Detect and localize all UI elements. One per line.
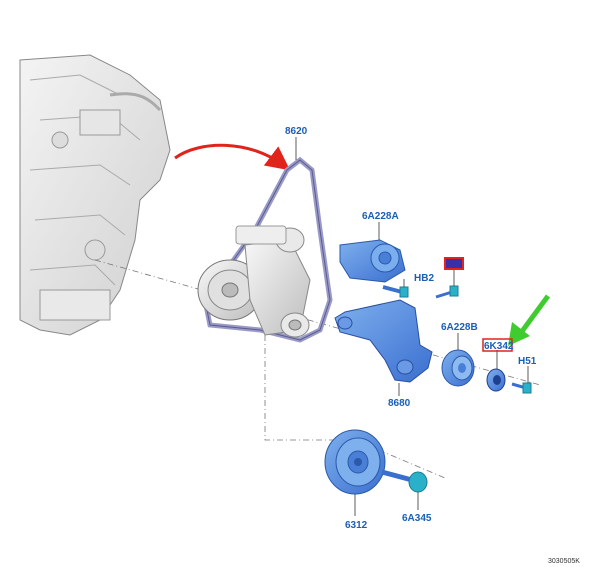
label-highlight-blank	[444, 257, 464, 270]
label-belt: 8620	[285, 126, 308, 137]
label-h51: H51	[518, 356, 537, 367]
idler-pulley	[441, 349, 475, 387]
red-curved-arrow	[174, 143, 291, 171]
pulley-assembly-grey	[197, 225, 311, 338]
label-crank-pulley: 6312	[345, 520, 368, 531]
crank-bolt	[381, 469, 428, 493]
drive-belt	[202, 156, 333, 343]
engine-block	[19, 54, 171, 336]
mounting-bracket	[334, 299, 433, 383]
label-idler: 6A228B	[441, 322, 478, 333]
bolt-h51	[511, 382, 532, 394]
bolt-hb2	[382, 285, 409, 298]
label-bracket: 8680	[388, 398, 411, 409]
label-pulley-6k342: 6K342	[484, 341, 514, 352]
pulley-6k342	[486, 368, 506, 392]
tensioner	[339, 239, 406, 283]
label-highlight-6k342	[482, 338, 513, 352]
label-tensioner: 6A228A	[362, 211, 399, 222]
reference-number: 3030505K	[548, 558, 580, 565]
label-crank-bolt: 6A345	[402, 513, 432, 524]
crankshaft-pulley	[324, 429, 386, 495]
bolt-small	[435, 285, 459, 299]
leader-lines	[295, 137, 529, 516]
green-arrow	[508, 294, 551, 346]
label-hb2: HB2	[414, 273, 434, 284]
